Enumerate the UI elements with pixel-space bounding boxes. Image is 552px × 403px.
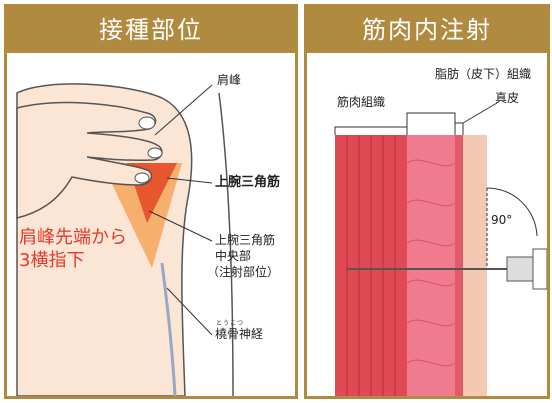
bracket-fat xyxy=(407,113,455,135)
syringe-flange xyxy=(533,249,547,289)
label-mid-deltoid-2: 中央部 xyxy=(215,249,251,264)
guide-text-line2: 3横指下 xyxy=(19,249,84,272)
angle-arc xyxy=(487,188,537,236)
fingernail xyxy=(135,173,149,183)
label-shoulder-peak: 肩峰 xyxy=(217,73,241,88)
label-deltoid: 上腕三角筋 xyxy=(215,175,280,190)
fingernail xyxy=(139,117,155,129)
leader-skin xyxy=(463,103,497,123)
fingernail xyxy=(148,148,162,158)
label-skin: 真皮 xyxy=(495,91,519,106)
label-mid-deltoid-3: （注射部位） xyxy=(207,265,279,280)
fat-layer xyxy=(407,135,455,396)
label-radial-nerve: 橈骨神経 xyxy=(215,327,263,342)
skin-surface-layer xyxy=(463,135,487,396)
injection-site-title: 接種部位 xyxy=(7,7,295,53)
intramuscular-panel: 筋肉内注射 xyxy=(304,4,550,399)
label-fat-tissue: 脂肪（皮下）組織 xyxy=(435,67,531,82)
arm-illustration xyxy=(7,53,295,396)
injection-site-panel: 接種部位 肩峰 上腕三角筋 上腕三角筋 中央部 （注射部位） xyxy=(4,4,298,399)
label-radial-nerve-ruby: とうこつ xyxy=(216,318,244,327)
guide-text-line1: 肩峰先端から xyxy=(19,226,127,249)
label-muscle-tissue: 筋肉組織 xyxy=(337,95,385,110)
intramuscular-illustration: 脂肪（皮下）組織 真皮 筋肉組織 90° xyxy=(307,53,547,396)
intramuscular-title: 筋肉内注射 xyxy=(307,7,547,53)
injection-site-illustration: 肩峰 上腕三角筋 上腕三角筋 中央部 （注射部位） とうこつ 橈骨神経 肩峰先端… xyxy=(7,53,295,396)
label-angle: 90° xyxy=(491,213,512,228)
label-mid-deltoid-1: 上腕三角筋 xyxy=(215,233,275,248)
bracket-dermis xyxy=(455,123,463,135)
dermis-layer xyxy=(455,135,463,396)
bracket-muscle xyxy=(335,127,407,135)
